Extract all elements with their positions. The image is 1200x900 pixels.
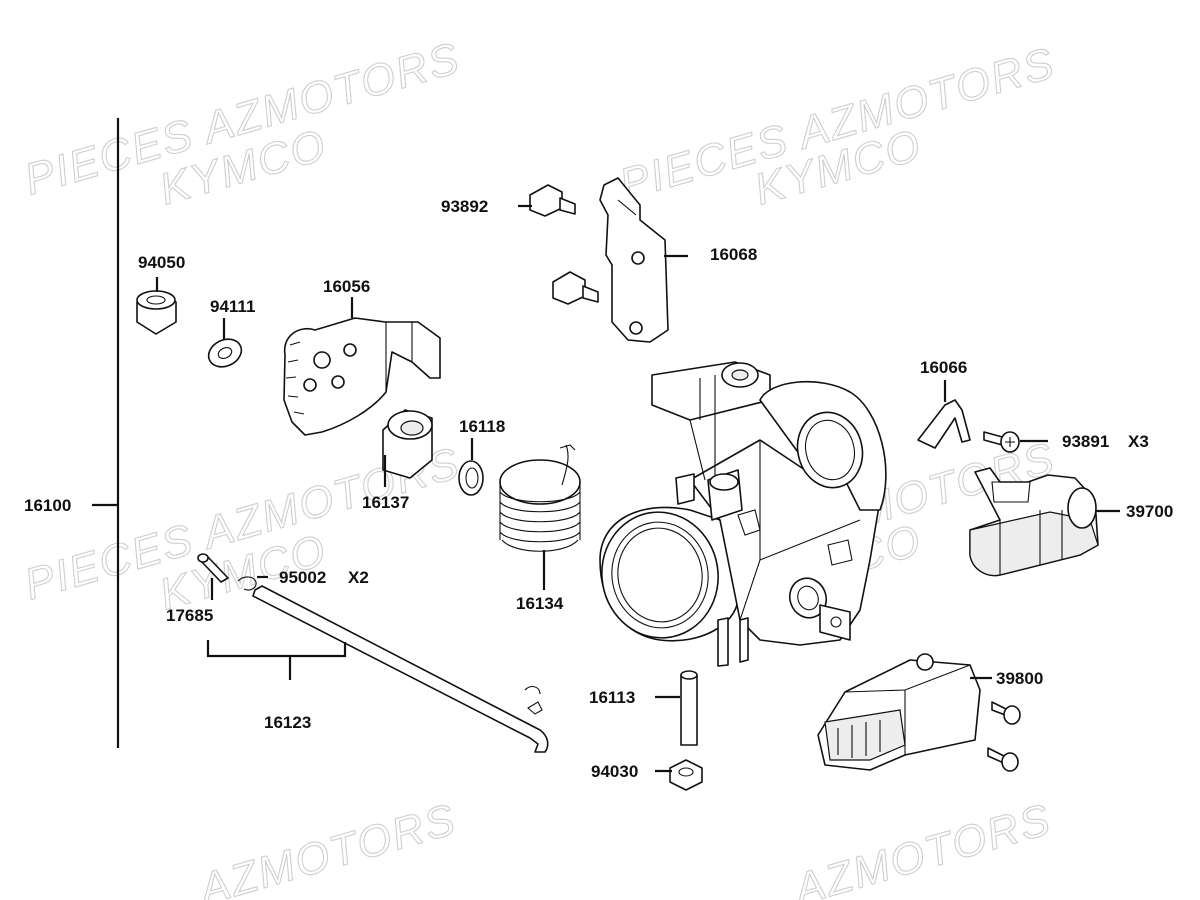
part-39800-screws (987, 701, 1021, 772)
part-16068-bracket (599, 177, 669, 343)
part-93892-bolt (529, 184, 599, 305)
part-16123-shaft (252, 585, 549, 753)
part-95002-clip (237, 576, 257, 591)
callout-16123: 16123 (264, 713, 311, 732)
callout-95002-qty: X2 (348, 568, 369, 587)
callout-labels: 93892 16068 94050 16056 94111 16066 9389… (24, 197, 1173, 781)
callout-93892: 93892 (441, 197, 488, 216)
callout-39800: 39800 (996, 669, 1043, 688)
callout-16066: 16066 (920, 358, 967, 377)
leader-lines (155, 204, 1120, 773)
watermark-bottom-right: AZMOTORS (786, 795, 1057, 900)
callout-16100: 16100 (24, 496, 71, 515)
part-16118-seal (458, 460, 484, 496)
assembly-bracket-16100 (92, 118, 120, 748)
callout-16134: 16134 (516, 594, 564, 613)
part-94030-nut (669, 759, 703, 791)
callout-16056: 16056 (323, 277, 370, 296)
callout-93891-qty: X3 (1128, 432, 1149, 451)
callout-94050: 94050 (138, 253, 185, 272)
part-39700-sensor (969, 467, 1099, 577)
part-16134-spring (499, 444, 581, 552)
part-94111-washer (207, 338, 243, 368)
part-39800-module (817, 653, 981, 771)
callout-16068: 16068 (710, 245, 757, 264)
callout-94111: 94111 (210, 297, 255, 316)
part-16137-bushing (382, 409, 433, 479)
part-17685-pin (197, 553, 229, 583)
watermark-bottom-left: AZMOTORS (191, 795, 462, 900)
part-93891-screw (983, 431, 1020, 453)
part-16113-dowel (680, 670, 698, 746)
callout-39700: 39700 (1126, 502, 1173, 521)
part-16066-clip (917, 399, 971, 449)
callout-95002: 95002 (279, 568, 326, 587)
callout-17685: 17685 (166, 606, 213, 625)
callout-16113: 16113 (589, 688, 635, 707)
part-94050-collar (136, 290, 177, 335)
callout-93891: 93891 (1062, 432, 1109, 451)
part-16056-cam-plate (283, 317, 441, 436)
callout-16137: 16137 (362, 493, 409, 512)
callout-94030: 94030 (591, 762, 638, 781)
part-throttle-body (599, 361, 887, 667)
callout-16118: 16118 (459, 417, 505, 436)
